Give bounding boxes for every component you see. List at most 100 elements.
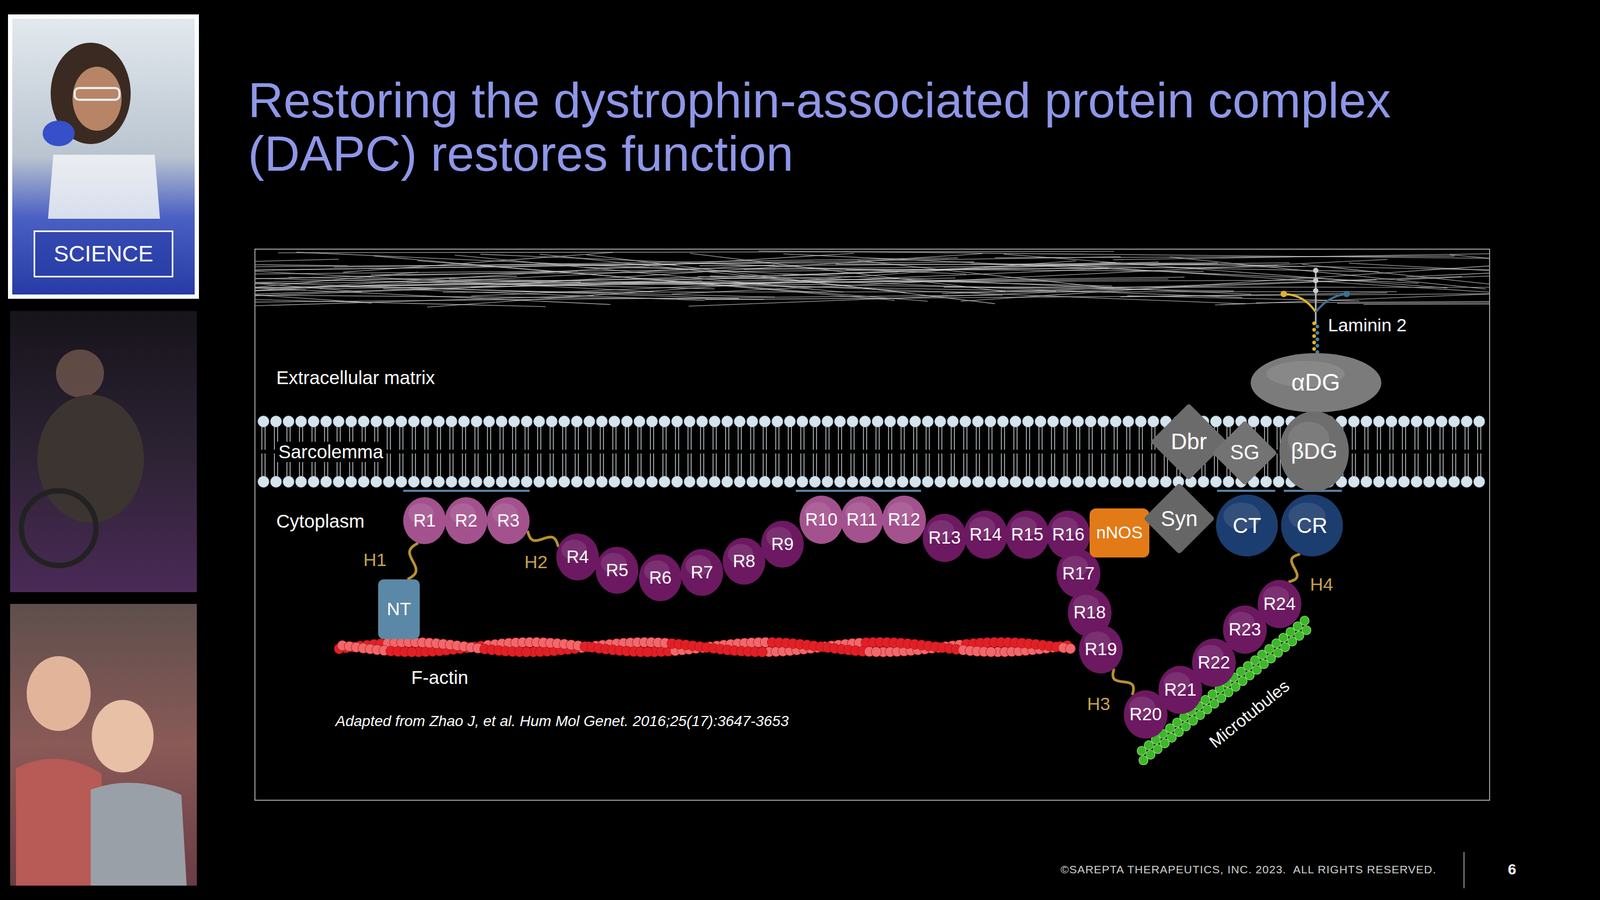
lipid-tail xyxy=(465,453,466,477)
lipid-tail xyxy=(389,453,391,477)
lipid-head xyxy=(1072,476,1084,488)
lipid-head xyxy=(508,476,520,488)
laminin-dot xyxy=(1280,290,1287,298)
lipid-tail xyxy=(925,426,927,450)
lipid-head xyxy=(558,416,571,428)
fiber-line xyxy=(1256,300,1490,303)
hinge-connector xyxy=(407,542,419,580)
fiber-line xyxy=(709,275,1113,286)
lipid-tail xyxy=(762,453,764,477)
lipid-tail xyxy=(1367,453,1368,477)
lipid-tail xyxy=(1427,426,1428,450)
lipid-tail xyxy=(1054,453,1055,477)
lipid-head xyxy=(358,416,370,428)
lipid-head xyxy=(709,416,721,428)
lipid-tail xyxy=(274,453,275,477)
lipid-head xyxy=(671,416,683,428)
laminin-coil xyxy=(1315,337,1320,342)
lipid-head xyxy=(584,416,596,428)
lipid-tail xyxy=(1138,426,1140,450)
lipid-tail xyxy=(1104,453,1106,477)
photo-figure xyxy=(48,154,160,219)
actin-bead xyxy=(521,646,532,657)
lipid-tail xyxy=(1352,453,1353,477)
lipid-head xyxy=(659,476,671,488)
node-fill xyxy=(444,497,488,544)
actin-bead xyxy=(406,646,418,657)
tubulin-bead xyxy=(1301,625,1311,635)
actin-bead xyxy=(871,646,882,657)
lipid-tail xyxy=(603,426,604,450)
lipid-head xyxy=(759,416,771,428)
lipid-tail xyxy=(1126,453,1127,477)
lipid-head xyxy=(1060,416,1072,428)
node-fill xyxy=(403,497,446,544)
lipid-tail xyxy=(1154,453,1156,477)
lipid-head xyxy=(596,416,608,428)
node-label: Dbr xyxy=(1170,429,1207,454)
lipid-tail xyxy=(615,453,616,477)
lipid-head xyxy=(909,416,922,428)
lipid-head xyxy=(872,476,884,488)
lipid-tail xyxy=(261,426,262,450)
lipid-head xyxy=(1085,416,1097,428)
lipid-tail xyxy=(988,426,989,450)
lipid-tail xyxy=(549,426,551,450)
lipid-head xyxy=(1473,476,1485,488)
lipid-tail xyxy=(1063,426,1064,450)
lipid-tail xyxy=(837,426,839,450)
lipid-tail xyxy=(715,453,717,477)
lipid-tail xyxy=(587,453,588,477)
lipid-tail xyxy=(411,426,413,450)
domain-circle: CT xyxy=(1216,494,1278,557)
lipid-tail xyxy=(1364,426,1365,450)
lipid-tail xyxy=(1151,426,1152,450)
lipid-tail xyxy=(637,426,638,450)
lipid-tail xyxy=(1079,426,1080,450)
lipid-tail xyxy=(875,426,877,450)
node-fill xyxy=(963,510,1008,559)
lipid-tail xyxy=(1116,426,1118,450)
lipid-tail xyxy=(574,426,576,450)
lipid-tail xyxy=(1467,426,1469,450)
lipid-tail xyxy=(565,453,566,477)
node-label: NT xyxy=(386,599,411,619)
laminin-arm xyxy=(1315,293,1347,312)
lipid-head xyxy=(1260,416,1272,428)
photo-figure xyxy=(42,120,75,147)
lipid-head xyxy=(1210,476,1222,488)
lipid-tail xyxy=(979,426,980,450)
lipid-tail xyxy=(737,426,739,450)
lipid-tail xyxy=(866,453,867,477)
lipid-tail xyxy=(650,453,651,477)
lipid-head xyxy=(1448,476,1460,488)
lipid-tail xyxy=(1029,426,1030,450)
lipid-head xyxy=(270,476,282,488)
lipid-head xyxy=(546,416,558,428)
spectrin-repeat: R6 xyxy=(638,554,682,602)
lipid-tail xyxy=(1467,453,1469,477)
node-fill xyxy=(1250,353,1382,413)
lipid-head xyxy=(1411,476,1423,488)
lipid-head xyxy=(420,476,432,488)
lipid-tail xyxy=(1029,453,1030,477)
lipid-tail xyxy=(787,453,789,477)
lipid-head xyxy=(1398,416,1410,428)
lipid-tail xyxy=(1276,453,1278,477)
lipid-tail xyxy=(1051,426,1052,450)
lipid-tail xyxy=(499,453,501,477)
lipid-tail xyxy=(440,453,441,477)
protein-diamond: SG xyxy=(1213,421,1277,485)
lipid-tail xyxy=(1001,453,1002,477)
lipid-head xyxy=(1222,416,1235,428)
lipid-tail xyxy=(600,426,601,450)
lipid-head xyxy=(320,416,332,428)
lipid-head xyxy=(1047,416,1059,428)
lipid-head xyxy=(922,476,934,488)
lipid-tail xyxy=(803,453,805,477)
lipid-tail xyxy=(904,453,905,477)
actin-bead xyxy=(986,646,997,657)
lipid-head xyxy=(483,476,495,488)
lipid-tail xyxy=(1389,426,1390,450)
